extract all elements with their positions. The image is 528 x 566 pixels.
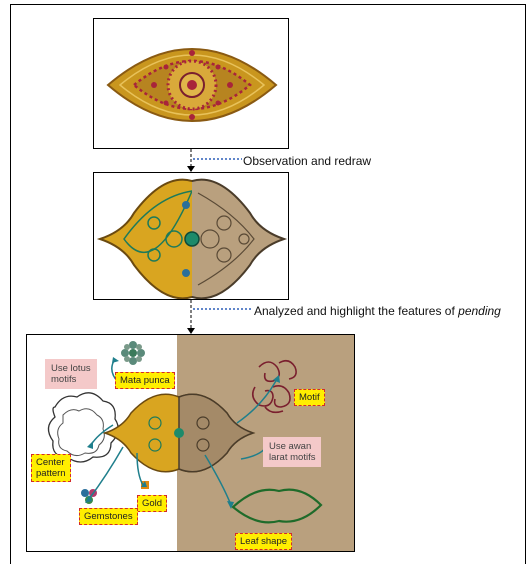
label-gemstones: Gemstones [79,508,138,525]
label-leaf-shape: Leaf shape [235,533,292,550]
note-awan-line1: Use awan [269,441,315,452]
caption-analyze-highlight: Analyzed and highlight the features of p… [254,304,501,318]
label-center-pattern-line1: Center [36,457,66,468]
note-awan-line2: larat motifs [269,452,315,463]
note-awan-larat: Use awan larat motifs [263,437,321,467]
original-pending-photo [93,18,289,149]
caption-analyze-emphasis: pending [458,304,501,318]
label-center-pattern-line2: pattern [36,468,66,479]
note-lotus-line1: Use lotus [51,363,91,374]
label-mata-punca: Mata punca [115,372,175,389]
analysis-panel: Use lotus motifs Use awan larat motifs M… [26,334,355,552]
note-lotus-line2: motifs [51,374,91,385]
note-lotus-motifs: Use lotus motifs [45,359,97,389]
redraw-comparison-image [93,172,289,300]
caption-observation-redraw: Observation and redraw [243,154,371,168]
label-motif: Motif [294,389,325,406]
redraw-graphic [94,173,289,300]
caption-analyze-text: Analyzed and highlight the features of [254,304,458,318]
label-center-pattern: Center pattern [31,454,71,482]
pending-photo-graphic [94,19,289,149]
label-gold: Gold [137,495,167,512]
